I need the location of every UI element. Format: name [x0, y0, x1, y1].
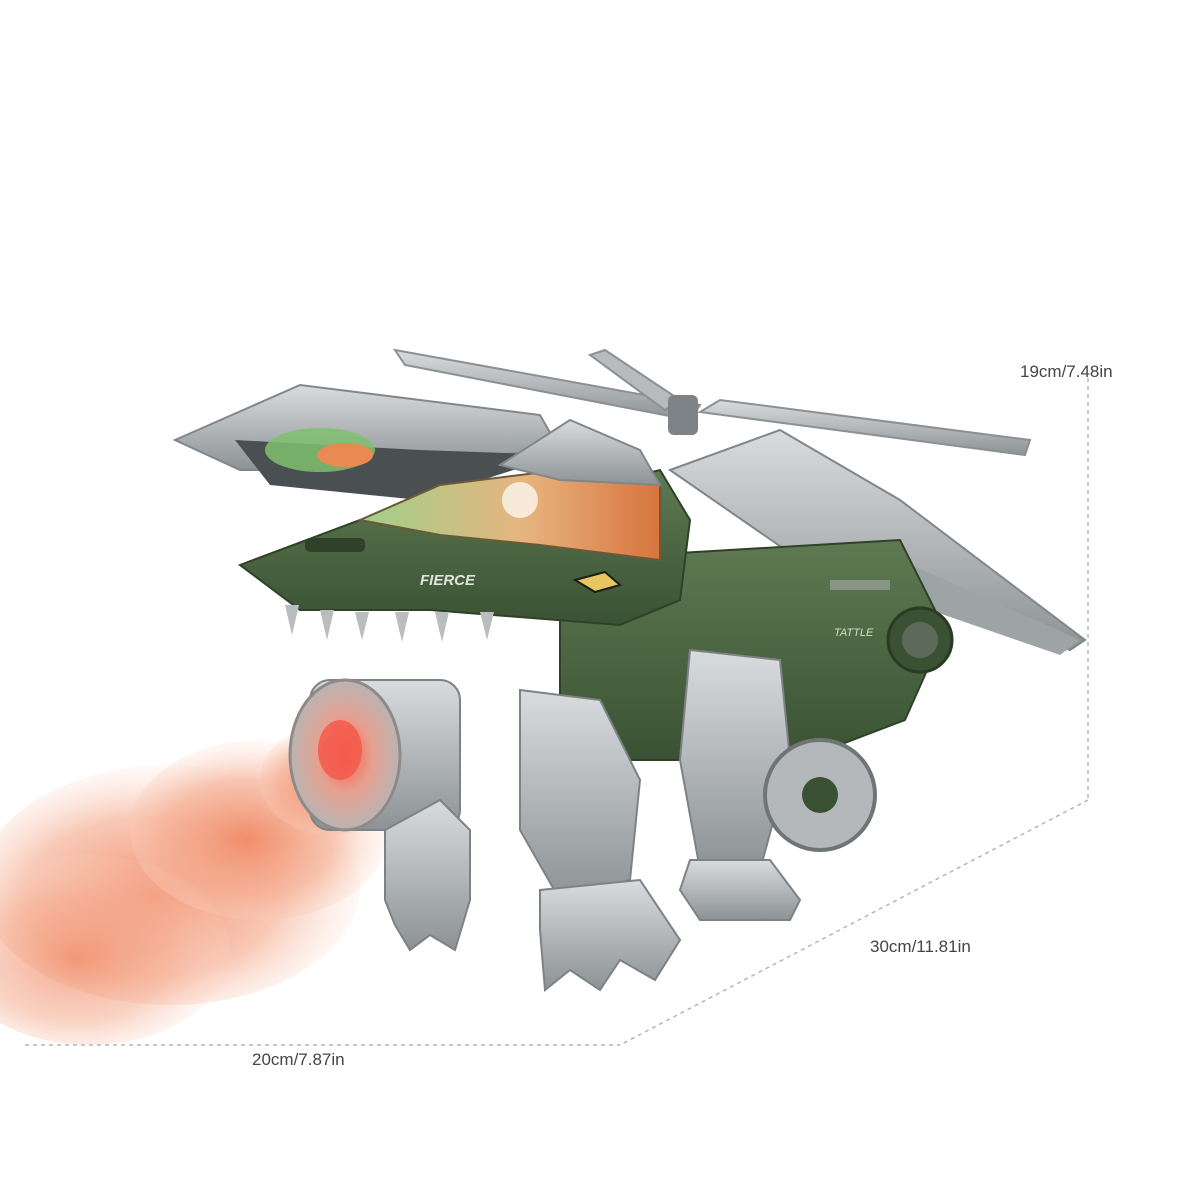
jet-nozzle — [288, 678, 461, 832]
rotor-blades — [392, 348, 1032, 457]
length-guide-line — [619, 799, 1089, 1046]
dino-eye — [572, 570, 623, 594]
tattle-marking: TATTLE — [834, 627, 874, 639]
front-leg — [519, 688, 682, 992]
width-dimension-label: 20cm/7.87in — [252, 1050, 345, 1069]
length-dimension-label: 30cm/11.81in — [870, 937, 971, 956]
rear-foot — [678, 859, 802, 921]
fierce-marking: FIERCE — [420, 572, 476, 589]
dino-head: FIERCE — [237, 418, 692, 642]
height-dimension-label: 19cm/7.48in — [1020, 362, 1113, 381]
dino-teeth — [285, 605, 494, 642]
left-wing — [172, 383, 562, 500]
rear-leg — [678, 648, 877, 871]
cockpit-canopy — [356, 468, 661, 562]
dimension-guides — [25, 378, 1089, 1046]
rear-claw — [384, 798, 471, 952]
